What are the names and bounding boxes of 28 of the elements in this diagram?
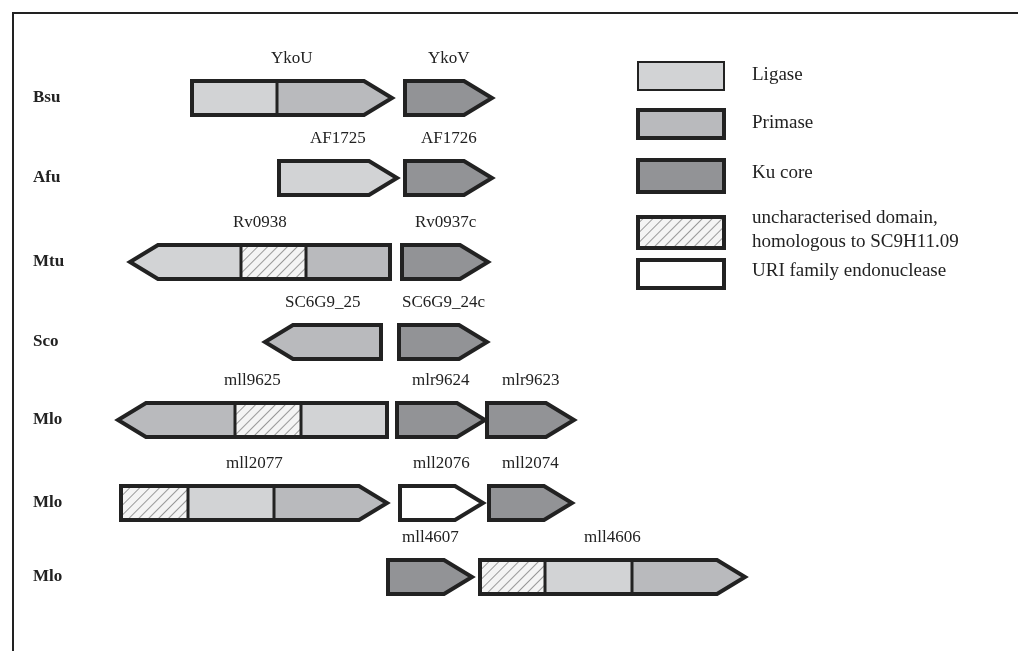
gene-name: SC6G9_24c (402, 292, 486, 312)
gene-name: mll2076 (413, 453, 470, 473)
gene-name: AF1726 (421, 128, 477, 148)
gene-name: YkoV (428, 48, 470, 68)
legend-label: Ligase (752, 62, 804, 86)
species-label: Bsu (33, 87, 61, 107)
legend-label: URI family endonuclease (752, 258, 948, 282)
legend-label: Ku core (752, 160, 814, 184)
species-label: Mtu (33, 251, 65, 271)
gene-name: mlr9624 (412, 370, 470, 390)
gene-name: mll4607 (402, 527, 459, 547)
gene-name: SC6G9_25 (285, 292, 361, 312)
gene-name: Rv0938 (233, 212, 287, 232)
legend-label: Primase (752, 110, 815, 134)
species-label: Sco (33, 331, 59, 351)
species-label: Afu (33, 167, 61, 187)
species-label: Mlo (33, 566, 63, 586)
species-label: Mlo (33, 492, 63, 512)
gene-name: mll2077 (226, 453, 283, 473)
gene-name: Rv0937c (415, 212, 477, 232)
gene-name: mll9625 (224, 370, 281, 390)
legend-label: uncharacterised domain, homologous to SC9H11.09 (752, 205, 960, 253)
gene-name: mlr9623 (502, 370, 560, 390)
gene-name: YkoU (271, 48, 313, 68)
gene-name: AF1725 (310, 128, 366, 148)
species-label: Mlo (33, 409, 63, 429)
gene-name: mll4606 (584, 527, 641, 547)
gene-name: mll2074 (502, 453, 559, 473)
